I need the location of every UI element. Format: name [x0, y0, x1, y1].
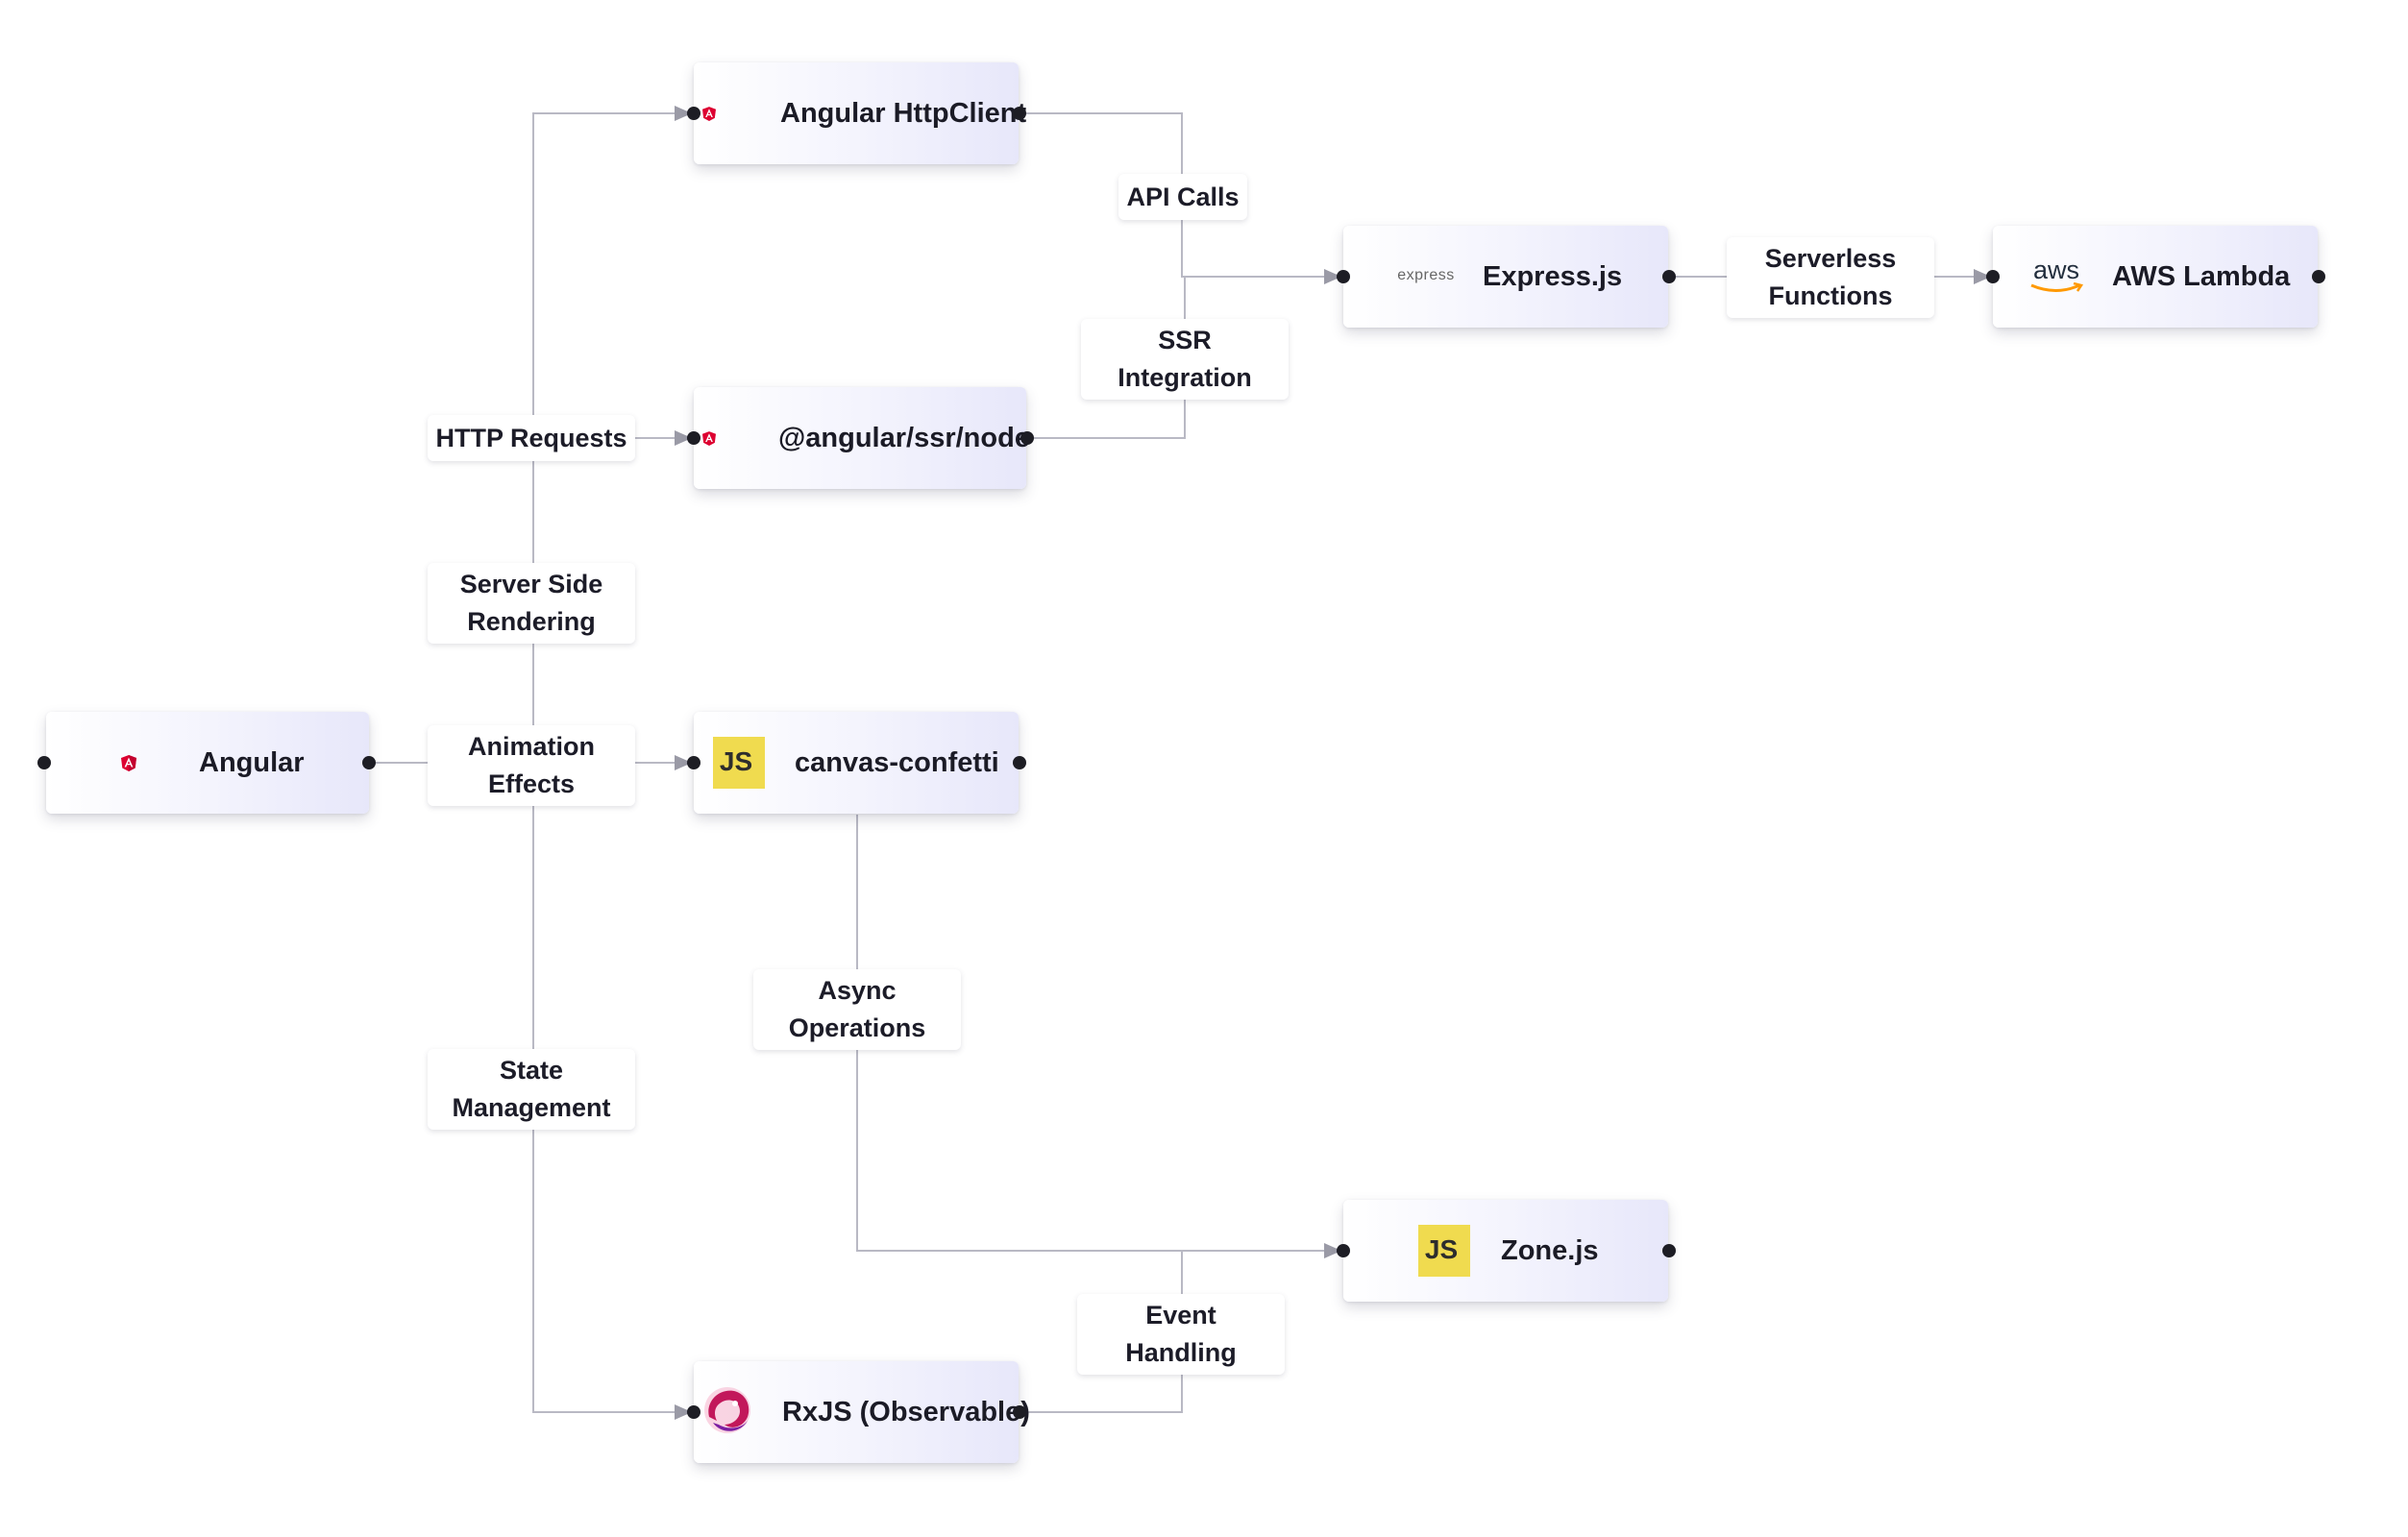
edge-label-line: HTTP Requests — [435, 423, 627, 452]
port-zone-in[interactable] — [1337, 1244, 1350, 1257]
rxjs-icon — [698, 1380, 757, 1440]
edge-label-serverless-functions[interactable]: Serverless Functions — [1727, 237, 1934, 318]
edge-label-line: Event — [1145, 1301, 1216, 1330]
node-express[interactable]: express Express.js — [1343, 226, 1668, 328]
node-rxjs[interactable]: RxJS (Observable) — [694, 1361, 1030, 1463]
edge-label-line: Operations — [788, 1013, 926, 1042]
node-angular[interactable]: Angular — [46, 712, 369, 814]
express-icon: express — [1397, 267, 1455, 283]
edge-label-line: Serverless — [1764, 244, 1897, 273]
edge-label-animation-effects[interactable]: Animation Effects — [428, 725, 635, 806]
port-confetti-in[interactable] — [687, 756, 700, 769]
node-aws-lambda[interactable]: aws AWS Lambda — [1993, 226, 2318, 328]
edge-label-line: Integration — [1118, 363, 1252, 392]
node-angular-httpclient-label: Angular HttpClient — [780, 97, 1027, 129]
js-icon: JS — [713, 737, 765, 789]
edge-label-line: API Calls — [1126, 182, 1240, 211]
edge-angular-to-rxjs — [532, 763, 692, 1420]
edge-label-line: SSR — [1158, 326, 1212, 354]
edge-label-line: Server Side — [459, 570, 603, 598]
port-zone-out[interactable] — [1662, 1244, 1676, 1257]
port-httpclient-in[interactable] — [687, 107, 700, 120]
edge-label-http-requests[interactable]: HTTP Requests — [428, 415, 635, 461]
port-rxjs-in[interactable] — [687, 1405, 700, 1419]
angular-icon — [698, 427, 721, 450]
edge-label-line: Animation — [468, 732, 595, 761]
node-zone[interactable]: JS Zone.js — [1343, 1200, 1668, 1302]
port-httpclient-out[interactable] — [1013, 107, 1026, 120]
edge-label-async-operations[interactable]: Async Operations — [753, 969, 961, 1050]
aws-icon: aws — [2026, 253, 2087, 299]
node-aws-lambda-label: AWS Lambda — [2112, 260, 2291, 292]
node-rxjs-label: RxJS (Observable) — [782, 1396, 1030, 1427]
edge-confetti-to-zone — [856, 815, 1341, 1258]
edge-label-line: Management — [452, 1093, 611, 1122]
edge-label-line: State — [499, 1056, 564, 1085]
node-zone-label: Zone.js — [1501, 1234, 1599, 1266]
node-angular-ssr-node-label: @angular/ssr/node — [778, 422, 1030, 453]
port-angular-in[interactable] — [37, 756, 51, 769]
edge-label-api-calls[interactable]: API Calls — [1118, 174, 1247, 220]
port-rxjs-out[interactable] — [1013, 1405, 1026, 1419]
edge-label-ssr-integration[interactable]: SSR Integration — [1081, 319, 1289, 400]
edge-label-line: Handling — [1125, 1338, 1237, 1367]
port-ssrnode-out[interactable] — [1020, 431, 1034, 445]
js-icon: JS — [1418, 1225, 1470, 1277]
node-angular-label: Angular — [199, 746, 305, 778]
port-express-in[interactable] — [1337, 270, 1350, 283]
port-express-out[interactable] — [1662, 270, 1676, 283]
port-angular-out[interactable] — [362, 756, 376, 769]
node-canvas-confetti[interactable]: JS canvas-confetti — [694, 712, 1019, 814]
edge-label-line: Async — [818, 976, 897, 1005]
port-ssrnode-in[interactable] — [687, 431, 700, 445]
node-angular-httpclient[interactable]: Angular HttpClient — [694, 62, 1026, 164]
node-angular-ssr-node[interactable]: @angular/ssr/node — [694, 387, 1030, 489]
edge-angular-to-httpclient — [532, 106, 692, 763]
angular-icon — [117, 751, 140, 774]
edge-label-line: Rendering — [467, 607, 596, 636]
edge-label-event-handling[interactable]: Event Handling — [1077, 1294, 1285, 1375]
edge-label-line: Effects — [487, 769, 576, 798]
node-express-label: Express.js — [1483, 260, 1623, 292]
aws-logo-text: aws — [2032, 256, 2079, 284]
port-lambda-in[interactable] — [1986, 270, 2000, 283]
edge-label-line: Functions — [1768, 281, 1893, 310]
port-lambda-out[interactable] — [2312, 270, 2325, 283]
angular-icon — [698, 102, 721, 125]
edge-label-state-management[interactable]: State Management — [428, 1049, 635, 1130]
port-confetti-out[interactable] — [1013, 756, 1026, 769]
edge-label-server-side-rendering[interactable]: Server Side Rendering — [428, 563, 635, 644]
node-canvas-confetti-label: canvas-confetti — [795, 746, 999, 778]
